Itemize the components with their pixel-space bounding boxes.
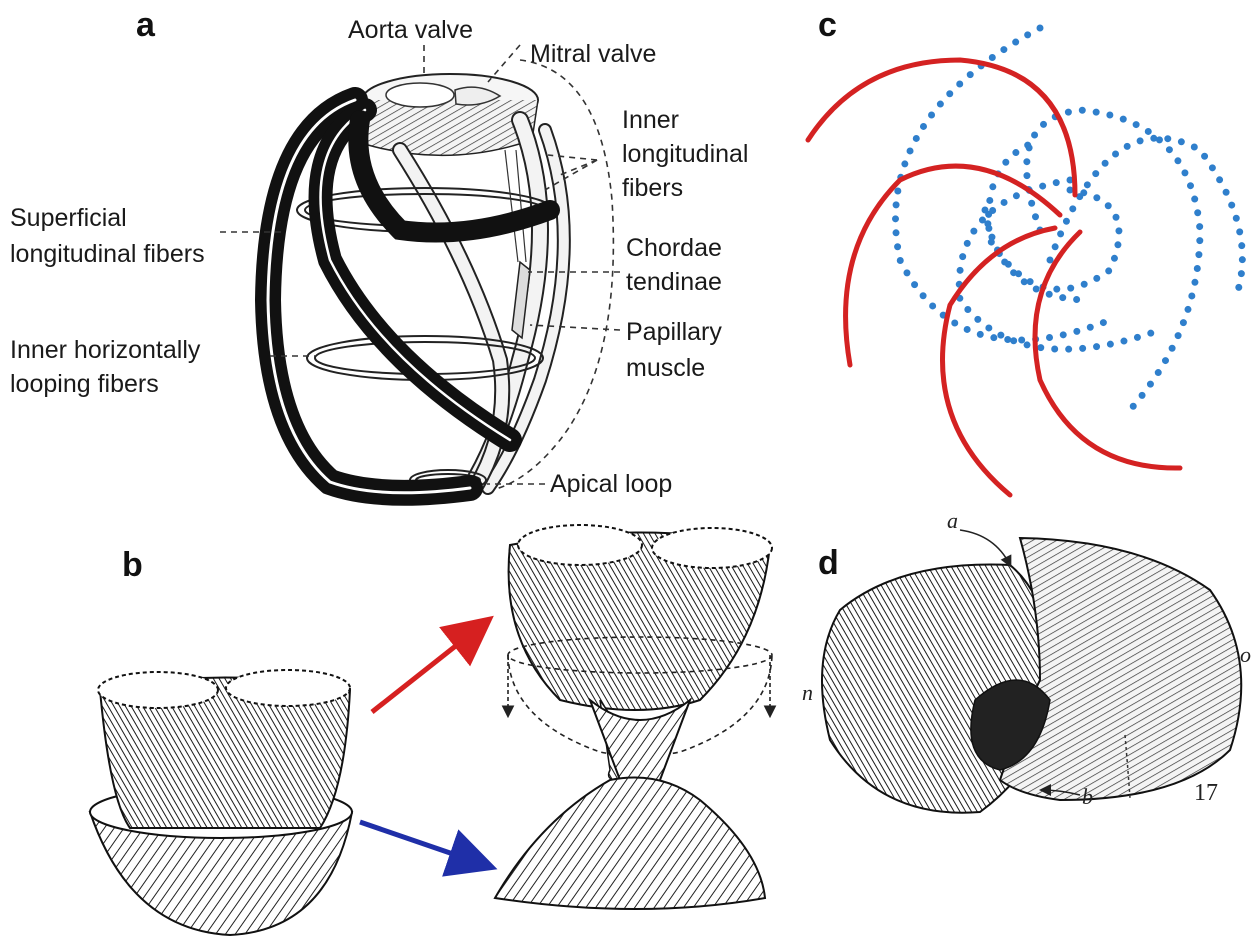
heart-unwound (495, 525, 772, 909)
label-inner-longitudinal-line2: longitudinal (622, 140, 749, 168)
label-aorta-valve: Aorta valve (348, 16, 473, 44)
aorta-valve-shape (386, 83, 454, 107)
panel-label-c: c (818, 6, 837, 44)
label-inner-horizontal-line1: Inner horizontally (10, 336, 201, 364)
label-superficial-line2: longitudinal fibers (10, 240, 205, 268)
label-d-b: b (1082, 784, 1093, 809)
label-d-figure-number: 17 (1194, 780, 1218, 806)
panel-label-a: a (136, 6, 156, 44)
label-papillary-line2: muscle (626, 354, 705, 382)
label-chordae-line1: Chordae (626, 234, 722, 262)
panel-label-d: d (818, 544, 839, 582)
label-d-o: o (1240, 642, 1251, 667)
label-inner-horizontal-line2: looping fibers (10, 370, 159, 398)
panel-a: a (10, 6, 749, 498)
heart-fiber-model (268, 60, 613, 493)
spiral-diagram (808, 28, 1242, 495)
heart-left-cup (90, 670, 352, 935)
label-papillary-line1: Papillary (626, 318, 722, 346)
solid-fiber-arcs (808, 60, 1180, 495)
arrow-a (960, 530, 1010, 565)
panel-d: d a b n o 17 (802, 508, 1251, 813)
panel-b: b (90, 525, 772, 935)
label-d-n: n (802, 680, 813, 705)
unrolled-heart-band (822, 538, 1241, 813)
label-apical-loop: Apical loop (550, 470, 672, 498)
dotted-fiber-arcs (896, 28, 1243, 410)
label-d-a: a (947, 508, 958, 533)
panel-label-b: b (122, 546, 143, 584)
label-chordae-line2: tendinae (626, 268, 722, 296)
red-arrow (372, 622, 486, 712)
label-mitral-valve: Mitral valve (530, 40, 656, 68)
label-superficial-line1: Superficial (10, 204, 127, 232)
label-inner-longitudinal-line1: Inner (622, 106, 679, 134)
panel-c: c (808, 6, 1242, 495)
blue-arrow (360, 822, 488, 866)
label-inner-longitudinal-line3: fibers (622, 174, 683, 202)
valve-base (362, 100, 538, 155)
